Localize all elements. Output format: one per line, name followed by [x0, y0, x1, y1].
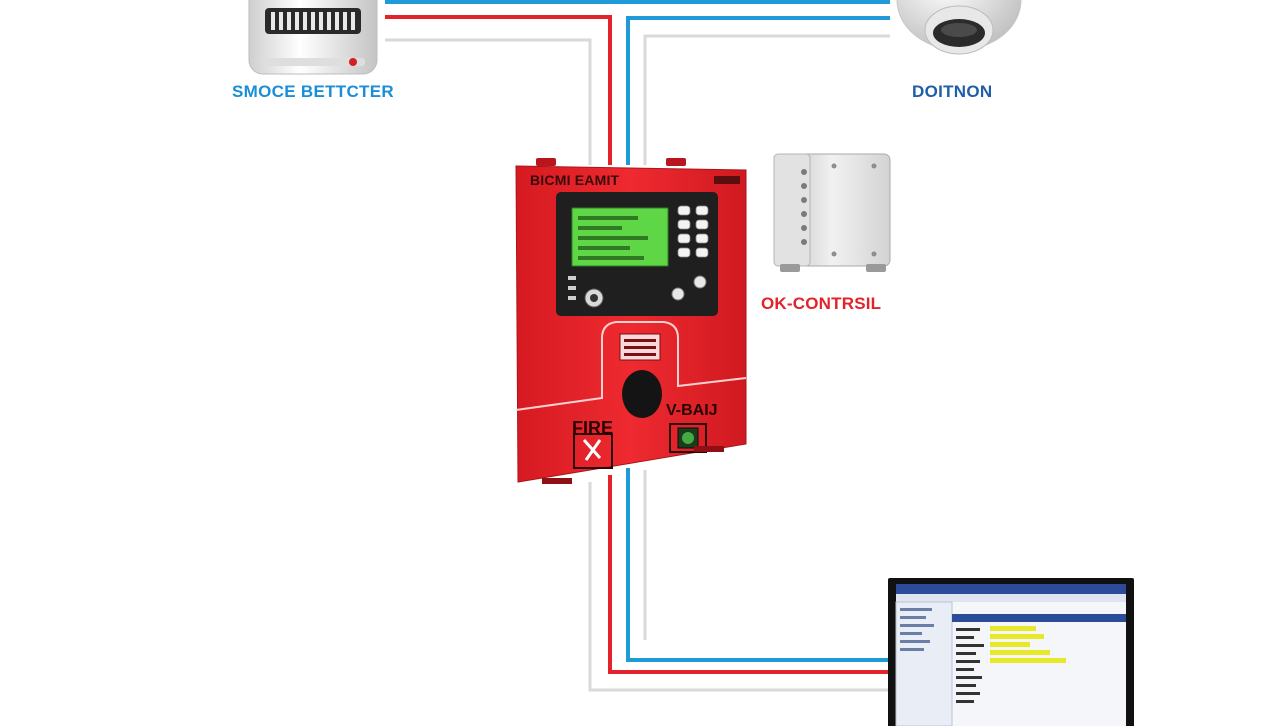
junction-box-icon	[773, 153, 891, 272]
panel-brand-label: BICMI EAMIT	[530, 172, 620, 188]
blue-wire-top-2	[626, 16, 890, 165]
ceiling-detector-icon	[896, 0, 1022, 55]
red-wire-bottom	[608, 475, 890, 674]
blue-wire-bottom	[626, 468, 890, 662]
grey-wire-top-right	[643, 34, 890, 165]
fire-alarm-panel-icon	[515, 158, 747, 484]
panel-fire-label: FIRE	[572, 418, 614, 438]
grey-wire-top-left	[385, 38, 592, 165]
grey-wire-bottom	[588, 482, 890, 692]
smoke-detector-icon	[248, 0, 378, 75]
panel-zone-label: V-BAIJ	[666, 402, 718, 419]
blue-wires	[385, 0, 890, 662]
computer-monitor-icon	[888, 578, 1134, 726]
smoke-detector-label: SMOCE BETTCTER	[232, 82, 394, 101]
red-wires	[385, 15, 890, 674]
red-wire-top	[385, 15, 612, 165]
control-module-label: OK-CONTRSIL	[761, 294, 882, 313]
grey-wires	[385, 34, 890, 692]
detector-label: DOITNON	[912, 82, 993, 101]
